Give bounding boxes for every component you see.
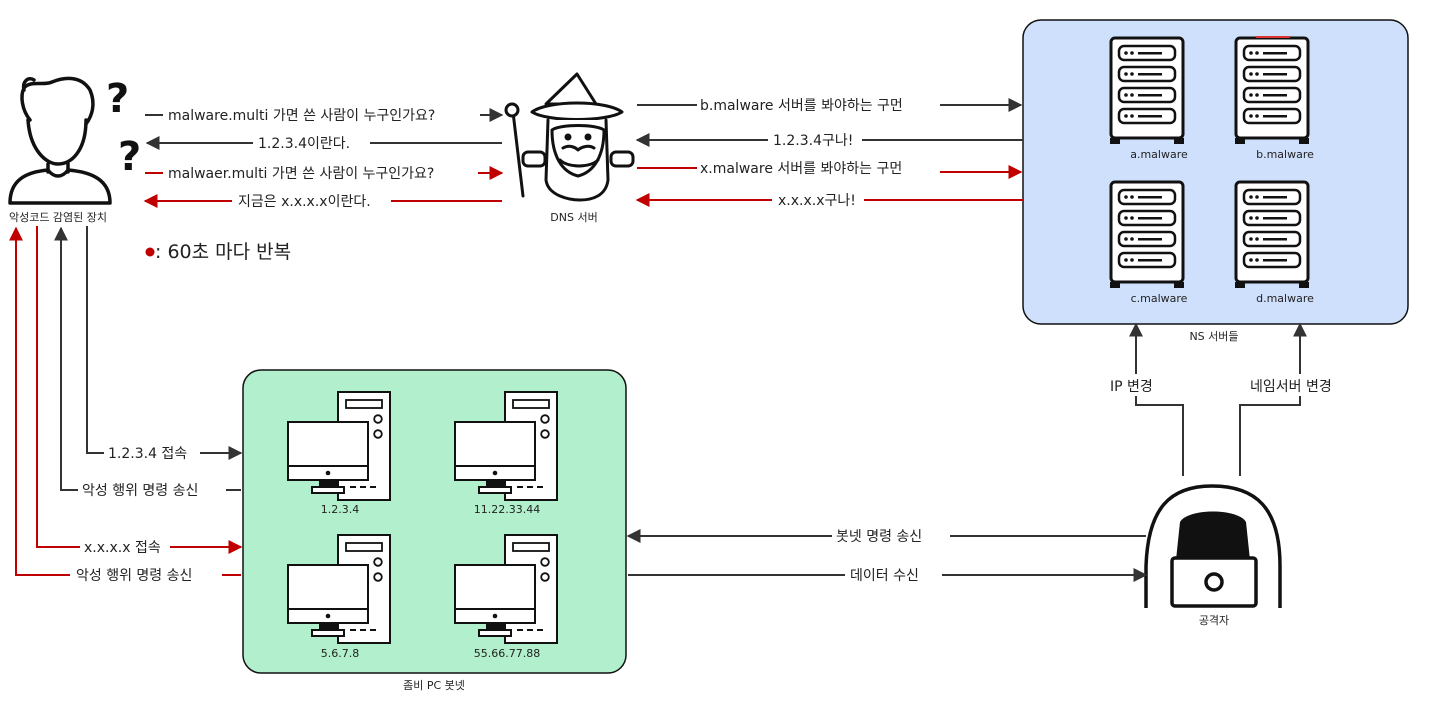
edge-dns-device-r2: 지금은 x.x.x.x이란다.: [143, 194, 502, 210]
edge-device-dns-q1: malware.multi 가면 쓴 사람이 누구인가요?: [145, 108, 504, 124]
ns-server-label: c.malware: [1131, 292, 1188, 305]
dns-wizard-icon: [504, 72, 635, 202]
edge-attacker-botnet-cmd: 봇넷 명령 송신: [626, 529, 1146, 545]
bot-pc-4: 55.66.77.88: [454, 534, 558, 660]
botnet-caption: 좀비 PC 봇넷: [403, 679, 465, 692]
server-rack-icon: [1233, 36, 1311, 146]
server-rack-icon: [1233, 180, 1311, 290]
ns-reply-label: x.x.x.x구나!: [778, 193, 856, 209]
botnet-group: 1.2.3.4 11.22.33.44 5.6.7.8 55.66.77.88: [242, 369, 627, 674]
edge-botnet-attacker-data: 데이터 수신: [628, 568, 1148, 584]
question-mark-icon: ? ?: [106, 76, 141, 180]
botnet-command-label: 봇넷 명령 송신: [836, 529, 922, 545]
edge-dns-ns-q1: b.malware 서버를 봐야하는 구먼: [637, 98, 1023, 114]
edge-device-bot-connect2: x.x.x.x 접속: [36, 226, 243, 556]
bot-pc-1: 1.2.3.4: [287, 391, 391, 516]
ns-server-c: c.malware: [1108, 180, 1188, 305]
server-rack-icon: [1108, 180, 1186, 290]
edge-bot-device-cmd1: 악성 행위 명령 송신: [54, 226, 241, 499]
bot-ip-label: 55.66.77.88: [474, 647, 540, 660]
bot-ip-label: 1.2.3.4: [321, 503, 359, 516]
edge-dns-device-r1: 1.2.3.4이란다.: [145, 136, 502, 152]
dns-server-label: DNS 서버: [550, 211, 597, 224]
edge-ns-dns-r1: 1.2.3.4구나!: [635, 133, 1023, 149]
attacker-label: 공격자: [1199, 614, 1229, 627]
edge-ns-dns-r2: x.x.x.x구나!: [635, 193, 1023, 209]
bot-pc-3: 5.6.7.8: [287, 534, 391, 660]
ns-server-b: b.malware: [1233, 36, 1314, 161]
ns-server-label: b.malware: [1256, 148, 1314, 161]
edge-attacker-ns-ip: IP 변경: [1110, 322, 1184, 476]
bot-pc-2: 11.22.33.44: [454, 391, 558, 516]
bot-ip-label: 5.6.7.8: [321, 647, 359, 660]
bot-ip-label: 11.22.33.44: [474, 503, 540, 516]
ns-server-label: d.malware: [1256, 292, 1314, 305]
edge-dns-ns-q2: x.malware 서버를 봐야하는 구먼: [637, 161, 1023, 179]
edge-attacker-ns-name: 네임서버 변경: [1239, 322, 1332, 476]
hacker-icon: [1144, 484, 1282, 608]
ns-query-label: b.malware 서버를 봐야하는 구먼: [700, 98, 903, 114]
ns-group-caption: NS 서버들: [1189, 330, 1238, 343]
command-label: 악성 행위 명령 송신: [82, 483, 198, 499]
edge-device-dns-q2: malwaer.multi 가면 쓴 사람이 누구인가요?: [145, 166, 504, 182]
edge-device-bot-connect1: 1.2.3.4 접속: [86, 226, 243, 462]
server-rack-icon: [1108, 36, 1186, 146]
command-label: 악성 행위 명령 송신: [76, 568, 192, 584]
infected-device-label: 악성코드 감염된 장치: [9, 211, 107, 224]
connect-label: 1.2.3.4 접속: [108, 446, 187, 462]
dns-query-label: malware.multi 가면 쓴 사람이 누구인가요?: [168, 108, 435, 124]
ip-change-label: IP 변경: [1110, 379, 1153, 395]
ns-change-label: 네임서버 변경: [1250, 379, 1332, 395]
red-dot-icon: [145, 247, 155, 257]
infected-user-icon: [8, 76, 112, 205]
ns-query-label: x.malware 서버를 봐야하는 구먼: [700, 161, 902, 177]
dns-reply-label: 지금은 x.x.x.x이란다.: [238, 194, 371, 210]
dns-reply-label: 1.2.3.4이란다.: [258, 136, 350, 152]
ns-server-group: a.malware b.malware c.malware d.malware: [1022, 19, 1409, 325]
repeat-note-text: : 60초 마다 반복: [155, 241, 291, 263]
ns-server-d: d.malware: [1233, 180, 1314, 305]
connect-label: x.x.x.x 접속: [84, 540, 161, 556]
ns-reply-label: 1.2.3.4구나!: [773, 133, 853, 149]
repeat-note: : 60초 마다 반복: [145, 241, 291, 263]
edge-bot-device-cmd2: 악성 행위 명령 송신: [9, 226, 241, 584]
ns-server-a: a.malware: [1108, 36, 1188, 161]
dns-query-label: malwaer.multi 가면 쓴 사람이 누구인가요?: [168, 166, 434, 182]
status-indicator: [1256, 36, 1290, 38]
svg-text:?: ?: [118, 134, 141, 180]
data-receive-label: 데이터 수신: [850, 568, 919, 584]
svg-text:?: ?: [106, 76, 129, 122]
ns-server-label: a.malware: [1130, 148, 1188, 161]
